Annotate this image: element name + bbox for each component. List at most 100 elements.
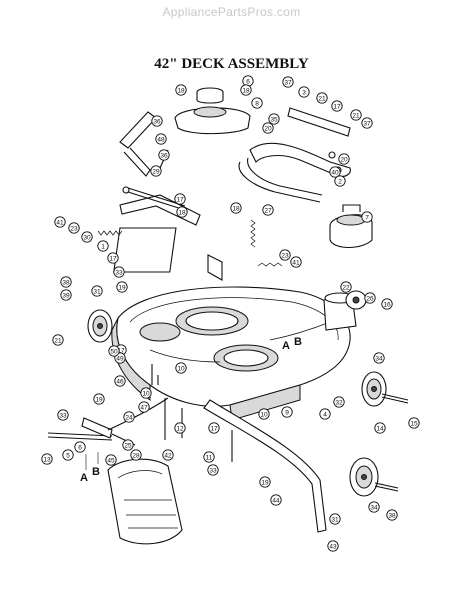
callout-circle — [386, 509, 398, 521]
page-title: 42" DECK ASSEMBLY — [154, 56, 309, 72]
deck-wheel-icon — [349, 457, 399, 497]
callout-circle — [68, 222, 80, 234]
callout-circle — [54, 216, 66, 228]
callout-circle — [361, 211, 373, 223]
callout-number: 1 — [101, 243, 105, 250]
callout-number: 40 — [331, 169, 339, 176]
callout-number: 34 — [370, 504, 378, 511]
part-callout-34: 34 — [368, 501, 380, 513]
part-callout-44: 44 — [270, 494, 282, 506]
part-callout-13: 13 — [41, 453, 53, 465]
part-callout-21: 21 — [52, 334, 64, 346]
callout-circle — [364, 292, 376, 304]
part-callout-36: 36 — [151, 115, 163, 127]
callout-circle — [381, 298, 393, 310]
part-callout-27: 27 — [262, 204, 274, 216]
callout-number: 21 — [352, 112, 360, 119]
part-callout-36: 36 — [158, 149, 170, 161]
part-callout-12: 12 — [174, 422, 186, 434]
part-callout-2: 2 — [334, 175, 346, 187]
part-callout-19: 19 — [259, 476, 271, 488]
gauge-wheel-icon — [87, 309, 113, 343]
part-callout-20: 20 — [338, 153, 350, 165]
callout-circle — [408, 417, 420, 429]
part-callout-22: 22 — [340, 281, 352, 293]
callout-number: 29 — [152, 168, 160, 175]
callout-number: 14 — [376, 425, 384, 432]
callout-number: 38 — [388, 512, 396, 519]
belt-keeper-icon — [203, 399, 327, 533]
part-callout-37: 37 — [361, 117, 373, 129]
tension-rod-icon — [122, 186, 186, 211]
callout-number: 46 — [116, 378, 124, 385]
watermark: AppliancePartsPros.com — [162, 5, 301, 19]
section-letter-b-lower: B — [92, 466, 100, 478]
callout-number: 12 — [176, 425, 184, 432]
part-callout-35: 35 — [268, 113, 280, 125]
callout-number: 23 — [70, 225, 78, 232]
section-letter-a-upper: A — [282, 340, 290, 352]
part-callout-19: 19 — [93, 393, 105, 405]
callout-circle — [162, 449, 174, 461]
callout-number: 2 — [338, 178, 342, 185]
callout-circle — [334, 175, 346, 187]
callout-circle — [240, 84, 252, 96]
callout-number: 38 — [62, 279, 70, 286]
callout-number: 31 — [331, 516, 339, 523]
callout-number: 8 — [255, 100, 259, 107]
part-callout-33: 33 — [207, 464, 219, 476]
part-callout-7: 7 — [361, 211, 373, 223]
part-callout-18: 18 — [240, 84, 252, 96]
pulley-icon — [174, 87, 251, 135]
callout-circle — [176, 206, 188, 218]
lift-bracket-icon — [47, 397, 169, 446]
part-callout-31: 31 — [91, 285, 103, 297]
callout-number: 42 — [164, 452, 172, 459]
callout-number: 9 — [285, 409, 289, 416]
part-callout-40: 40 — [329, 166, 341, 178]
callout-number: 33 — [209, 467, 217, 474]
part-callout-37: 37 — [282, 76, 294, 88]
callout-number: 7 — [365, 214, 369, 221]
callout-circle — [329, 166, 341, 178]
callout-circle — [150, 165, 162, 177]
part-callout-19: 19 — [116, 281, 128, 293]
callout-number: 3 — [302, 89, 306, 96]
callout-number: 22 — [342, 284, 350, 291]
callout-number: 35 — [270, 116, 278, 123]
callout-number: 49 — [116, 355, 124, 362]
callout-number: 15 — [410, 420, 418, 427]
callout-number: 31 — [93, 288, 101, 295]
callout-number: 21 — [54, 337, 62, 344]
callout-number: 10 — [260, 411, 268, 418]
part-callout-15: 15 — [408, 417, 420, 429]
callout-circle — [316, 92, 328, 104]
part-callout-33: 33 — [113, 266, 125, 278]
callout-circle — [374, 422, 386, 434]
callout-circle — [140, 387, 152, 399]
part-callout-16: 16 — [381, 298, 393, 310]
callout-circle — [268, 113, 280, 125]
callout-circle — [174, 193, 186, 205]
part-callout-18: 18 — [175, 84, 187, 96]
callout-circle — [298, 86, 310, 98]
discharge-chute-icon — [107, 458, 183, 545]
callout-number: 23 — [281, 252, 289, 259]
callout-number: 20 — [264, 125, 272, 132]
callout-number: 34 — [375, 355, 383, 362]
part-callout-3: 3 — [298, 86, 310, 98]
part-callout-20: 20 — [262, 122, 274, 134]
part-callout-6: 6 — [74, 441, 86, 453]
callout-circle — [108, 345, 120, 357]
callout-number: 50 — [110, 348, 118, 355]
callout-circle — [373, 352, 385, 364]
callout-circle — [174, 422, 186, 434]
callout-circle — [97, 240, 109, 252]
callout-circle — [91, 285, 103, 297]
callout-number: 27 — [264, 207, 272, 214]
callout-circle — [138, 401, 150, 413]
callout-circle — [93, 393, 105, 405]
callout-circle — [113, 266, 125, 278]
deck-housing-icon — [111, 286, 351, 421]
callout-number: 5 — [66, 452, 70, 459]
